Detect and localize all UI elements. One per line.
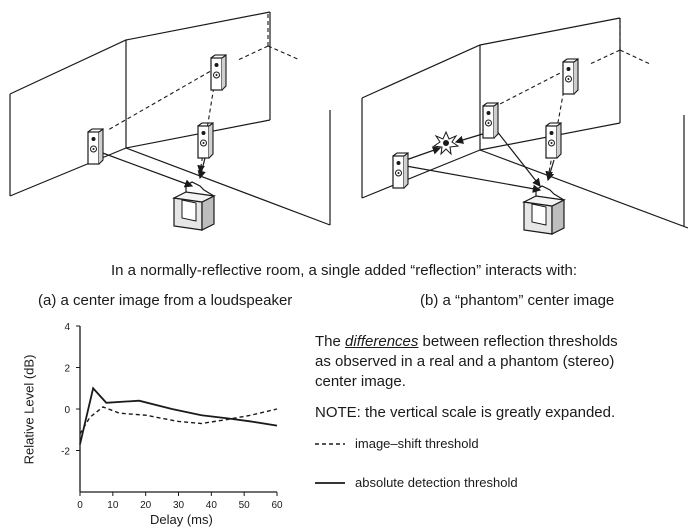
label-a: (a) a center image from a loudspeaker (38, 292, 293, 309)
diagram-caption: In a normally-reflective room, a single … (110, 262, 578, 279)
listener-chair-icon (173, 181, 215, 231)
loudspeaker-icon (545, 122, 562, 159)
x-tick-label: 10 (107, 500, 119, 511)
x-axis-label: Delay (ms) (150, 512, 213, 527)
loudspeaker-icon (482, 102, 499, 139)
series-absolute-line (79, 386, 278, 445)
loudspeaker-icon (562, 58, 579, 95)
chart-series (79, 386, 278, 445)
legend-label-absolute: absolute detection threshold (355, 475, 518, 490)
note-suffix: between reflection thresholds (418, 333, 618, 350)
room-diagrams (9, 11, 688, 235)
room-b (361, 17, 688, 235)
note-scale: NOTE: the vertical scale is greatly expa… (315, 404, 616, 421)
legend-dashed-swatch (315, 442, 345, 445)
x-tick-label: 50 (239, 500, 251, 511)
note-prefix: The (315, 333, 346, 350)
y-tick-label: 4 (64, 322, 70, 333)
y-axis-label: Relative Level (dB) (21, 354, 37, 465)
loudspeaker-icon (87, 128, 104, 165)
x-tick-label: 0 (77, 500, 83, 511)
loudspeaker-icon (392, 152, 409, 189)
x-tick-label: 30 (173, 500, 185, 511)
loudspeaker-icon (197, 122, 214, 159)
y-tick-label: 2 (64, 364, 70, 375)
legend-image-shift: image–shift threshold (315, 436, 479, 451)
reflection-starburst-icon (432, 130, 460, 156)
x-tick-label: 40 (206, 500, 218, 511)
loudspeaker-icon (210, 54, 227, 91)
x-tick-label: 60 (271, 500, 283, 511)
listener-chair-icon (523, 185, 565, 235)
label-b: (b) a “phantom” center image (420, 292, 615, 309)
note-line-3: center image. (315, 373, 406, 390)
note-emphasis: differences (345, 333, 419, 350)
legend-solid-swatch (315, 481, 345, 484)
note-block: The differences between reflection thres… (315, 332, 618, 392)
x-tick-label: 20 (140, 500, 152, 511)
room-a (9, 11, 331, 231)
y-tick-label: -2 (61, 447, 70, 458)
note-line-2: as observed in a real and a phantom (ste… (315, 353, 615, 370)
legend-label-image-shift: image–shift threshold (355, 436, 479, 451)
legend-absolute: absolute detection threshold (315, 475, 518, 490)
note-line-1: The differences between reflection thres… (315, 332, 618, 352)
y-tick-label: 0 (64, 405, 70, 416)
